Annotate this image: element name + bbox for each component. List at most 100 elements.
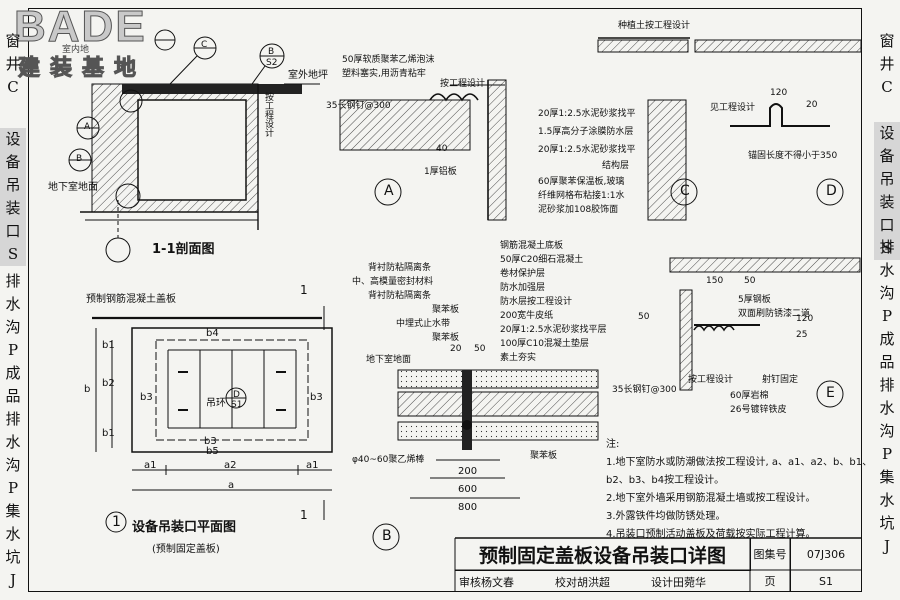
detail-e-drawing (669, 257, 861, 408)
tab-char: 水 (879, 491, 895, 509)
section-title: 1-1剖面图 (152, 242, 215, 257)
tab-char: 备 (0, 151, 26, 174)
dim-b3-left: b3 (140, 392, 153, 403)
detail-d-note: 见工程设计 (710, 103, 756, 113)
detail-a-dim: 40 (436, 144, 448, 154)
tab-char: 排 (5, 272, 21, 290)
detail-c-note: 纤维网格布粘接1:1水 (538, 191, 625, 201)
tab-char: 设 (0, 128, 26, 151)
right-tab-active[interactable]: 设 备 吊 装 口 S (874, 122, 900, 260)
dim-b4: b4 (206, 328, 219, 339)
detail-e-note: 5厚钢板 (738, 295, 771, 305)
tab-char: 成 (5, 364, 21, 382)
detail-b-left-note: 聚苯板 (432, 305, 460, 315)
detail-b-left-note: 中埋式止水带 (396, 319, 451, 329)
detail-e-note: 26号镀锌铁皮 (730, 405, 787, 415)
dim-b: b (84, 384, 91, 395)
tab-char: P (881, 445, 893, 463)
dim-b5: b5 (206, 446, 219, 457)
tab-char: 坑 (5, 548, 21, 566)
atlas-number: 07J306 (806, 547, 846, 561)
drawing-frame (28, 8, 862, 592)
tab-char: 水 (5, 433, 21, 451)
detail-a-note: 按工程设计 (440, 79, 486, 89)
note-line: 3.外露铁件均做防锈处理。 (606, 511, 726, 522)
tab-char: 沟 (5, 456, 21, 474)
atlas-label: 图集号 (750, 538, 791, 570)
detail-b-right-note: 100厚C10混凝土垫层 (500, 339, 589, 349)
detail-e-note: 射钉固定 (762, 375, 799, 385)
tab-char: 集 (5, 502, 21, 520)
drawing-title: 预制固定盖板设备吊装口详图 (455, 538, 751, 571)
left-tab-strip[interactable]: 窗 井 C (0, 30, 26, 99)
tab-char: 装 (0, 197, 26, 220)
tab-char: 备 (874, 145, 900, 168)
detail-e-label: E (826, 385, 835, 401)
detail-a-note: 塑料塞实,用沥青粘牢 (342, 69, 426, 79)
detail-c-top-note: 种植土按工程设计 (618, 21, 691, 31)
plan-ring-label: 吊环 (206, 398, 226, 409)
tab-char: 沟 (5, 318, 21, 336)
dim-a2: a2 (224, 460, 237, 471)
detail-a-note: 50厚软质聚苯乙烯泡沫 (342, 55, 435, 65)
tab-char: 成 (879, 330, 895, 348)
plan-slab-label: 预制钢筋混凝土盖板 (86, 294, 176, 305)
detail-e-dim: 50 (638, 312, 650, 322)
detail-b-label: B (382, 528, 392, 544)
dim-b3-right: b3 (310, 392, 323, 403)
tab-char: P (881, 307, 893, 325)
tab-char: 装 (874, 191, 900, 214)
detail-c-drawing (597, 37, 698, 221)
left-tab-active[interactable]: 设 备 吊 装 口 S (0, 128, 26, 266)
plan-view-drawing (92, 306, 333, 533)
tab-char: 窗 (879, 32, 895, 50)
right-tab-strip[interactable]: 窗 井 C (874, 30, 900, 99)
detail-c-note: 60厚聚苯保温板,玻璃 (538, 177, 625, 187)
detail-b-left-note: 中、高模量密封材料 (352, 277, 434, 287)
dim-b1: b1 (102, 428, 115, 439)
left-tab-char: 井 (5, 55, 21, 73)
callout-b2-letter: B (268, 47, 275, 57)
detail-c-note: 泥砂浆加108胶饰面 (538, 205, 619, 215)
tab-char: S (0, 243, 26, 266)
note-line: 1.地下室防水或防潮做法按工程设计, a、a1、a2、b、b1、 (606, 457, 873, 468)
plan-section-mark-bottom: 1 (300, 508, 308, 522)
right-tab-rest[interactable]: 排 水 沟 P 成 品 排 水 沟 P 集 水 坑 J (874, 236, 900, 558)
detail-c-note: 20厚1:2.5水泥砂浆找平 (538, 109, 636, 119)
detail-b-dim: 20 (450, 344, 462, 354)
left-tab-rest[interactable]: 排 水 沟 P 成 品 排 水 沟 P 集 水 坑 J (0, 270, 26, 592)
left-tab-char: 窗 (5, 32, 21, 50)
checker-signature: 校对胡洪超 (555, 576, 610, 589)
tab-char: 吊 (874, 168, 900, 191)
tab-char: 口 (874, 214, 900, 237)
left-tab-char: C (7, 78, 19, 96)
tab-char: P (7, 479, 19, 497)
dim-b2: b2 (102, 378, 115, 389)
detail-d-label: D (826, 183, 837, 199)
detail-e-dim: 25 (796, 330, 808, 340)
tab-char: S (874, 237, 900, 260)
page-label: 页 (750, 570, 791, 592)
detail-a-drawing (339, 79, 507, 221)
brand-logo: BADE 室内地 建装基地 (10, 2, 160, 82)
detail-e-note: 35长钢钉@300 (612, 385, 677, 395)
detail-b-right-note: 钢筋混凝土底板 (500, 241, 564, 251)
dim-b3-bottom: b3 (204, 436, 217, 447)
section-1-1-drawing (80, 83, 320, 263)
reviewer-signature: 审核杨文春 (459, 576, 514, 589)
plan-detail-sheet: S1 (231, 400, 243, 410)
detail-b-right-note: 50厚C20细石混凝土 (500, 255, 584, 265)
tab-char: 水 (5, 295, 21, 313)
outdoor-label: 室外地坪 (288, 70, 328, 81)
detail-b-right-note: 200宽牛皮纸 (500, 311, 554, 321)
callout-s2-letter: S2 (266, 58, 278, 68)
title-block: 预制固定盖板设备吊装口详图 图集号 07J306 页 S1 审核杨文春 校对胡洪… (455, 538, 862, 592)
plan-title: 设备吊装口平面图 (132, 520, 237, 535)
detail-b-ground: 地下室地面 (366, 355, 412, 365)
detail-b-left-note: 背衬防粘隔离条 (368, 291, 432, 301)
tab-char: 集 (879, 468, 895, 486)
detail-b-dim: 600 (458, 484, 478, 495)
detail-c-label: C (680, 183, 690, 199)
detail-b-rod: φ40~60聚乙烯棒 (352, 455, 425, 465)
